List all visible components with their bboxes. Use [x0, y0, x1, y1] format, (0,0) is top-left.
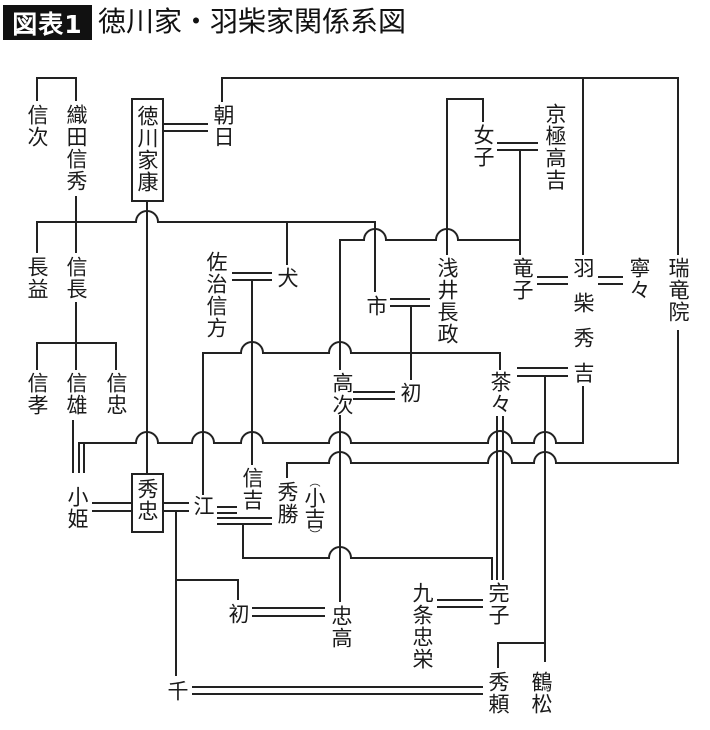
person-hideyori: 秀頼	[486, 671, 510, 715]
person-tsurumatsu: 鶴松	[529, 671, 553, 715]
diagram-title: 徳川家・羽柴家関係系図	[98, 5, 407, 38]
person-nobutsugu: 信次	[25, 104, 49, 148]
person-tadataka: 忠高	[329, 605, 353, 649]
person-hatsu-tokugawa: 初	[226, 603, 250, 625]
marriage-line-sen-hideyori	[192, 686, 483, 695]
marriage-line-joshi-takayoshi	[497, 142, 538, 151]
alias-name: 小吉	[302, 487, 326, 529]
alias-hidekatsu-kokichi: （小吉）	[302, 476, 326, 540]
figure-number-badge: 図表1	[3, 5, 92, 40]
person-sen: 千	[165, 680, 189, 702]
person-tokugawa-ieyasu: 徳川家康	[135, 105, 159, 193]
person-go: 江	[191, 495, 215, 517]
person-chacha: 茶々	[488, 371, 512, 415]
marriage-line-hidetada-go	[164, 502, 189, 512]
adoption-line-hideyoshi-gohime	[78, 386, 584, 473]
sibling-line-nobunaga-children	[36, 302, 117, 370]
person-sadako: 完子	[486, 582, 510, 626]
marriage-line-saji-inu	[232, 272, 272, 281]
descent-line-hidetada-children	[175, 511, 239, 676]
marriage-line-hideyoshi-nene	[598, 276, 623, 285]
person-nobunaga: 信長	[64, 256, 88, 300]
person-joshi: 女子	[471, 124, 495, 168]
person-saji-nobukata: 佐治信方	[204, 251, 228, 339]
highlight-box-tokugawa-ieyasu: 徳川家康	[131, 98, 164, 202]
alias-close-paren: ）	[308, 529, 321, 540]
person-gohime: 小姫	[65, 486, 89, 530]
person-kyogoku-takayoshi: 京極高吉	[543, 103, 567, 191]
person-nobuyoshi: 信吉	[240, 467, 264, 511]
person-nobutada: 信忠	[104, 372, 128, 416]
person-ryuko: 竜子	[510, 257, 534, 301]
marriage-line-takatsugu-hatsu	[353, 391, 395, 400]
person-hashiba-hideyoshi: 羽柴秀吉	[571, 257, 595, 397]
highlight-box-hidetada: 秀忠	[131, 473, 164, 533]
marriage-line-ieyasu-asahi	[164, 123, 208, 132]
person-hatsu-azai: 初	[398, 382, 422, 404]
sibling-line-hideyori-tsurumatsu	[497, 642, 545, 668]
descent-line-zuiryuin-hidekatsu	[286, 330, 679, 478]
person-oda-nobuhide: 織田信秀	[64, 104, 88, 192]
person-nobutaka: 信孝	[25, 372, 49, 416]
marriage-line-chacha-hideyoshi	[517, 367, 568, 377]
sibling-line-takatsugu-ryuko	[339, 228, 520, 370]
marriage-line-ryuko-hideyoshi	[537, 276, 568, 285]
marriage-line-go-hidekatsu	[217, 517, 272, 525]
person-kujo-tadasakae: 九条忠栄	[410, 582, 434, 670]
person-azai-nagamasa: 浅井長政	[435, 257, 459, 345]
sibling-bracket-joshi-nagamasa	[446, 98, 484, 255]
alias-open-paren: （	[308, 476, 321, 487]
person-takatsugu: 高次	[330, 372, 354, 416]
sibling-bracket-nobutsugu-nobuhide	[36, 77, 77, 101]
person-ichi: 市	[364, 295, 388, 317]
person-zuiryuin: 瑞竜院	[666, 257, 690, 323]
sibling-line-azai-daughters	[202, 341, 501, 495]
marriage-line-hatsu-tadataka	[252, 607, 325, 617]
sibling-line-asahi-zuiryuin	[221, 77, 679, 255]
person-nene: 寧々	[627, 257, 651, 301]
person-hidekatsu: 秀勝	[275, 481, 299, 525]
marriage-line-kujo-sadako	[437, 599, 483, 608]
marriage-line-ichi-nagamasa	[390, 298, 430, 307]
adoption-line-chacha-sadako	[496, 416, 504, 580]
person-asahi: 朝日	[211, 104, 235, 148]
person-nagamasu: 長益	[25, 256, 49, 300]
person-hidetada: 秀忠	[135, 478, 159, 522]
person-nobukatsu: 信雄	[64, 372, 88, 416]
marriage-line-gohime-hidetada	[92, 502, 131, 512]
descent-line-go-hidekatsu-sadako	[242, 524, 493, 580]
marriage-line-go-nobuyoshi	[217, 506, 237, 514]
person-inu: 犬	[275, 267, 299, 289]
